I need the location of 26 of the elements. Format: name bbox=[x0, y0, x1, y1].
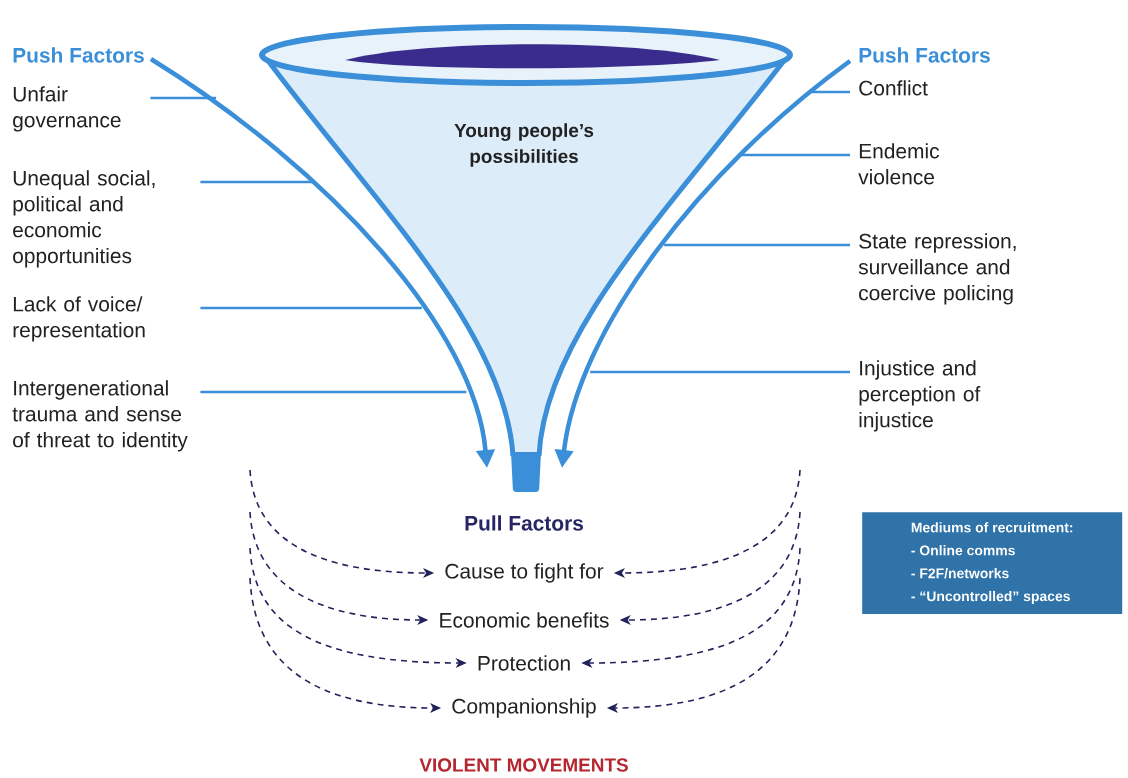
factor-text: Endemic violence bbox=[858, 143, 940, 185]
leader-line bbox=[200, 306, 422, 310]
factor-text: Intergenerational trauma and sense of threat to identity bbox=[12, 380, 188, 452]
factor-text: Lack of voice/ representation bbox=[13, 296, 145, 342]
section-heading: Push Factors bbox=[13, 47, 144, 63]
leader-line bbox=[590, 370, 850, 374]
factor-text: Conflict bbox=[859, 80, 928, 96]
info-box: Mediums of recruitment: - Online comms - F2F/networks - “Uncontrolled” spaces bbox=[862, 512, 1123, 614]
leader-line bbox=[150, 96, 217, 100]
factor-text: Companionship bbox=[452, 698, 596, 718]
leader-line bbox=[742, 153, 850, 157]
factor-text: State repression, surveillance and coercive policing bbox=[858, 233, 1016, 305]
leader-line bbox=[664, 243, 850, 247]
leader-line bbox=[811, 90, 850, 94]
section-heading: Pull Factors bbox=[465, 515, 583, 531]
factor-text: Protection bbox=[478, 655, 570, 671]
factor-text: Unfair governance bbox=[13, 86, 121, 132]
factor-text: Economic benefits bbox=[440, 612, 609, 628]
factor-text: Cause to fight for bbox=[445, 563, 604, 583]
factor-text: Injustice and perception of injustice bbox=[859, 360, 981, 432]
factor-text: Unequal social, political and economic opportunities bbox=[13, 170, 155, 268]
section-heading: Push Factors bbox=[859, 47, 990, 63]
funnel: Young people’s possibilities bbox=[259, 24, 793, 492]
leader-line bbox=[200, 180, 315, 184]
title-text: VIOLENT MOVEMENTS bbox=[419, 758, 628, 772]
leader-line bbox=[200, 390, 467, 394]
